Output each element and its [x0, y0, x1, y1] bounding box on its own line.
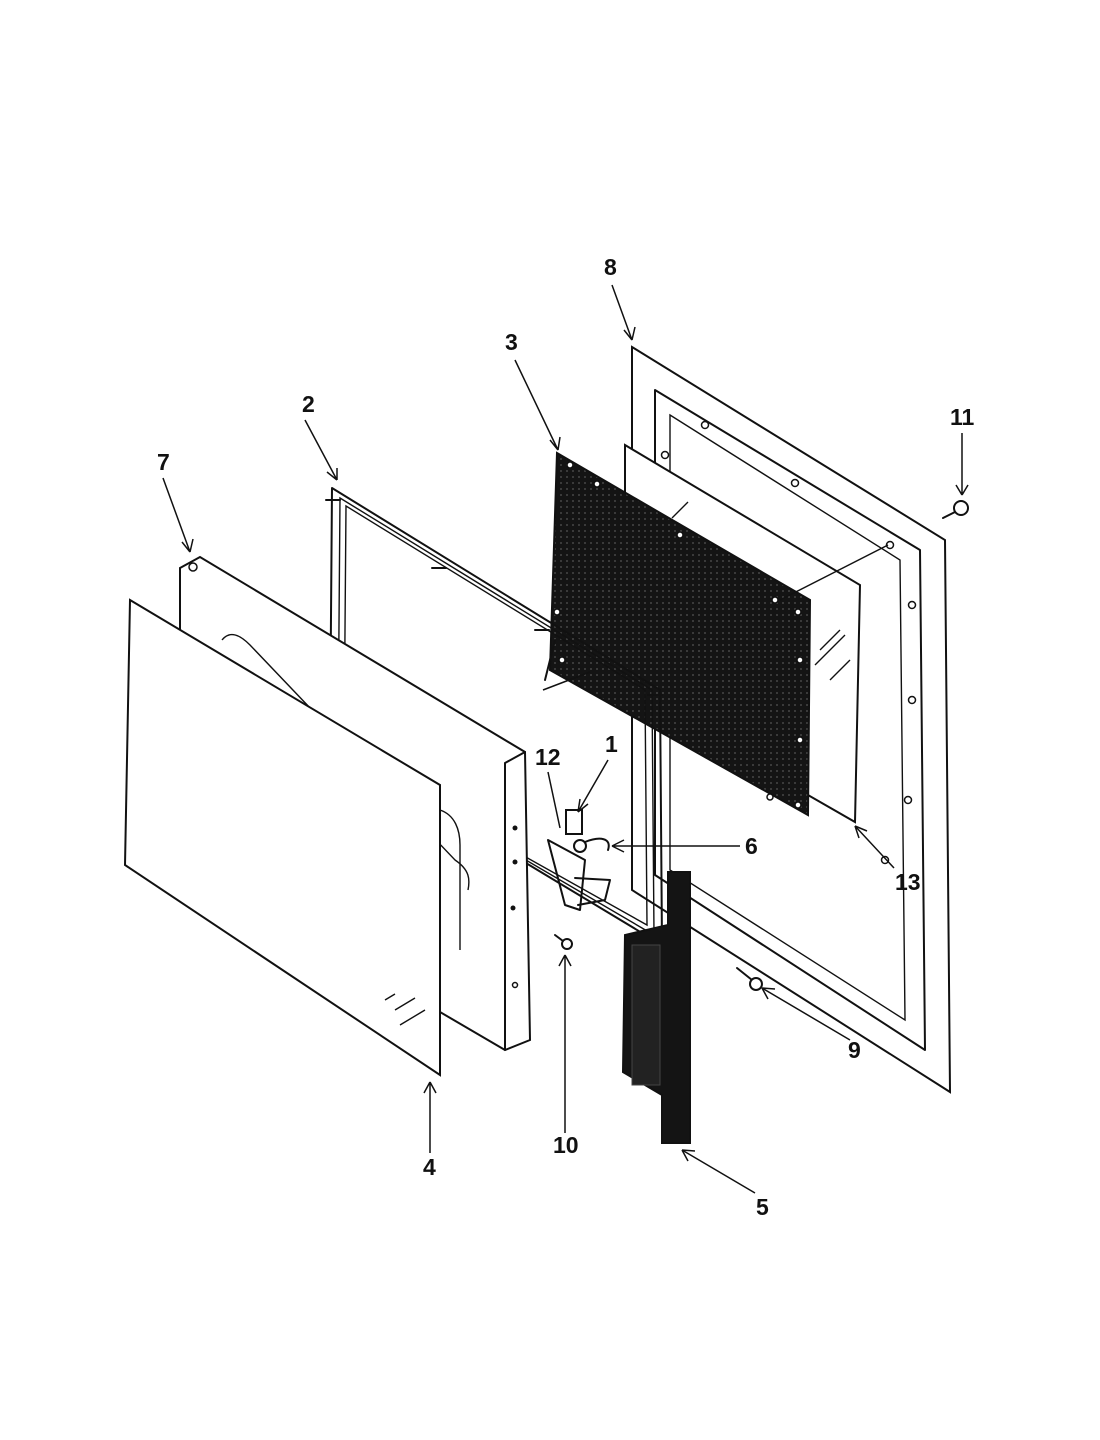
callout-6: 6 [745, 833, 758, 859]
part-10-screw [554, 934, 573, 950]
part-11-screw [942, 500, 969, 519]
callout-2: 2 [302, 391, 315, 417]
latch-assembly [510, 809, 611, 911]
callout-7: 7 [157, 449, 170, 475]
callout-labels: 8 3 2 11 7 1 12 6 13 9 10 4 5 [157, 254, 975, 1220]
mesh-rivet [553, 461, 804, 809]
callout-1: 1 [605, 731, 618, 757]
callout-5: 5 [756, 1194, 769, 1220]
callout-10: 10 [553, 1132, 579, 1158]
callout-9: 9 [848, 1037, 861, 1063]
part-3-mesh-screen [548, 451, 812, 817]
callout-8: 8 [604, 254, 617, 280]
part-6-latch-hook [584, 837, 610, 851]
callout-12: 12 [535, 744, 561, 770]
part-9-screw [736, 967, 763, 991]
callout-4: 4 [423, 1154, 436, 1180]
callout-13: 13 [895, 869, 921, 895]
callout-3: 3 [505, 329, 518, 355]
part-4-outer-door [123, 598, 461, 1077]
part-12-latch-pivot [573, 839, 587, 853]
part-5-door-handle [621, 871, 691, 1144]
callout-leaders [162, 284, 969, 1194]
callout-11: 11 [950, 404, 975, 430]
part-1-latch-bracket [565, 809, 583, 835]
